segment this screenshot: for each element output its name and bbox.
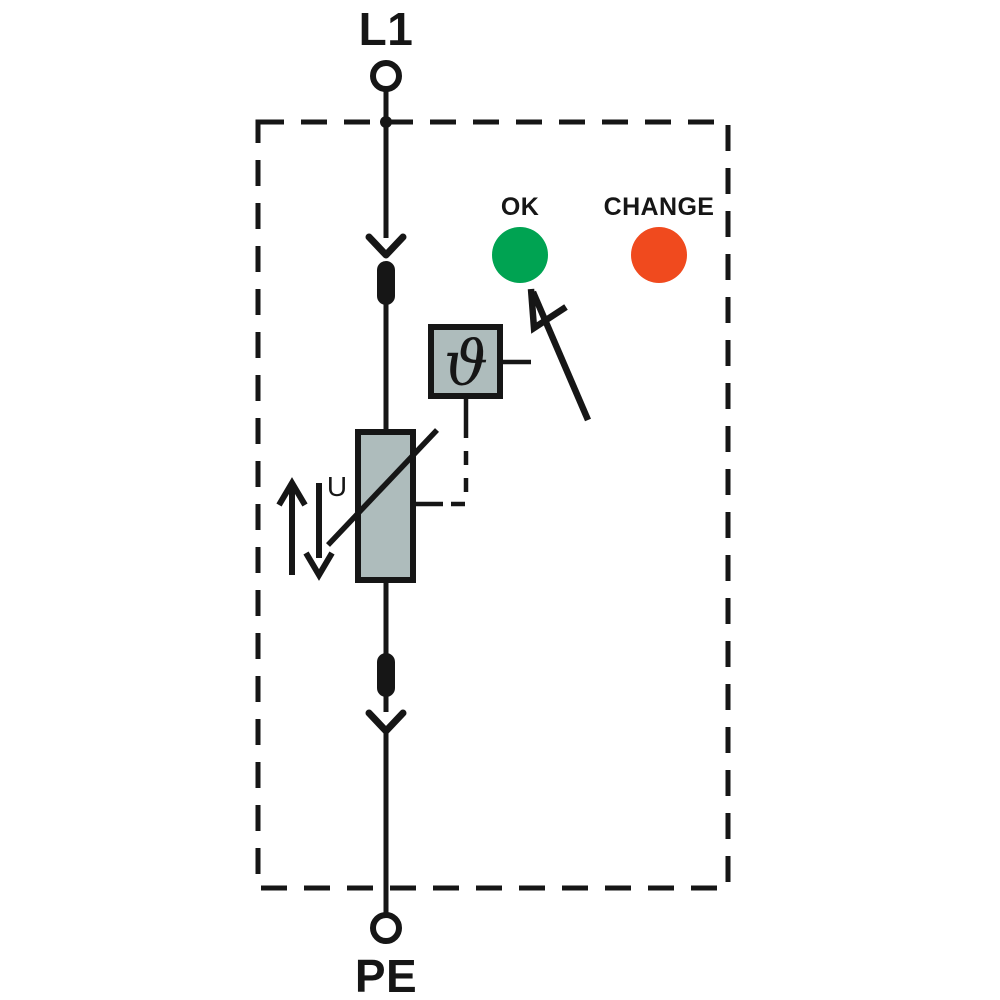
- module-boundary: [255, 119, 731, 891]
- boundary-junction-dot: [380, 116, 392, 128]
- upper-plug-terminal: [377, 261, 395, 305]
- thermal-disconnector-symbol: ϑ: [444, 327, 488, 400]
- current-arrow-down: [303, 483, 335, 581]
- current-arrow-up: [276, 477, 308, 575]
- status-label-ok: OK: [501, 193, 539, 221]
- earth-terminal: [370, 912, 402, 944]
- voltage-label: U: [327, 471, 347, 502]
- status-indicator-ok: [492, 227, 548, 283]
- lower-fork-contact: [365, 709, 407, 735]
- lower-plug-terminal: [377, 653, 395, 697]
- upper-fork-contact: [365, 233, 407, 259]
- mechanical-link: [443, 424, 469, 507]
- rail-label-line: L1: [359, 3, 414, 55]
- status-label-change: CHANGE: [604, 193, 715, 221]
- status-pointer-arrow: [527, 288, 591, 422]
- varistor-slash-icon: [326, 428, 439, 547]
- rail-label-earth: PE: [355, 950, 417, 1000]
- line-terminal: [370, 60, 402, 92]
- status-indicator-change: [631, 227, 687, 283]
